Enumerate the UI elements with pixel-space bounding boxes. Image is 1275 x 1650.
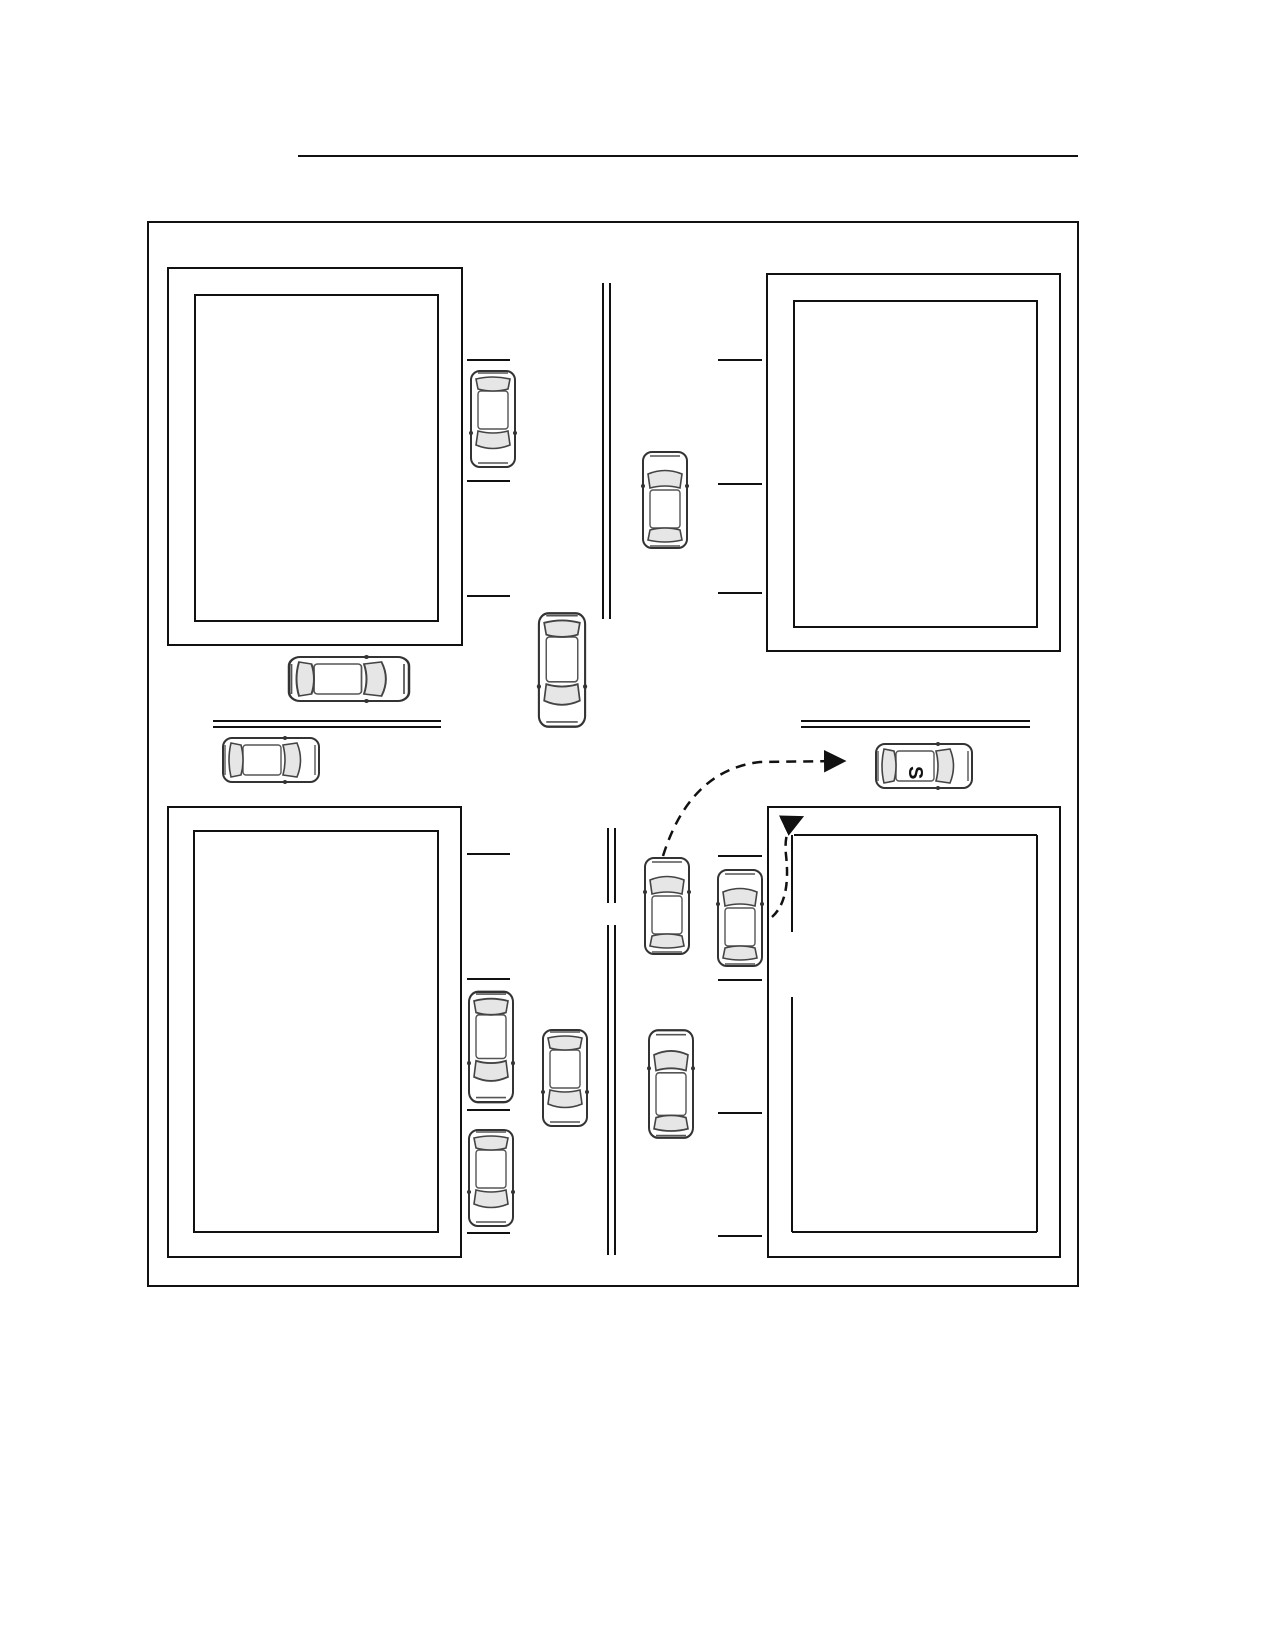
- car-northbound-bottom: [645, 1029, 697, 1139]
- block-bottom-left: [167, 806, 462, 1258]
- car-parked-top-left: [468, 370, 518, 468]
- center-line-west: [213, 720, 441, 728]
- center-line-east: [801, 720, 1030, 728]
- suspect-car-label: S: [904, 766, 926, 779]
- car-southbound-bottom: [540, 1029, 590, 1127]
- path-arrow-turn-right: [661, 749, 847, 857]
- path-arrow-pull-out: [771, 815, 805, 918]
- parking-markers: [467, 359, 762, 1237]
- car-northbound-turning: [642, 857, 692, 955]
- center-line-north: [602, 283, 611, 619]
- block-top-right: [766, 273, 1061, 652]
- suspect-car: S: [875, 741, 973, 791]
- car-northbound-top: [640, 451, 690, 549]
- center-line-south: [607, 828, 616, 1255]
- car-parked-bottom-left-1: [465, 990, 517, 1104]
- car-eastbound-upper-left: [287, 653, 411, 705]
- car-parked-right-turning: [715, 869, 765, 967]
- car-southbound-center: [535, 612, 589, 728]
- car-parked-bottom-left-2: [466, 1129, 516, 1227]
- outer-frame: [147, 221, 1079, 1287]
- block-top-left: [167, 267, 463, 646]
- car-eastbound-lower-left: [222, 735, 320, 785]
- block-bottom-right: [767, 806, 1061, 1258]
